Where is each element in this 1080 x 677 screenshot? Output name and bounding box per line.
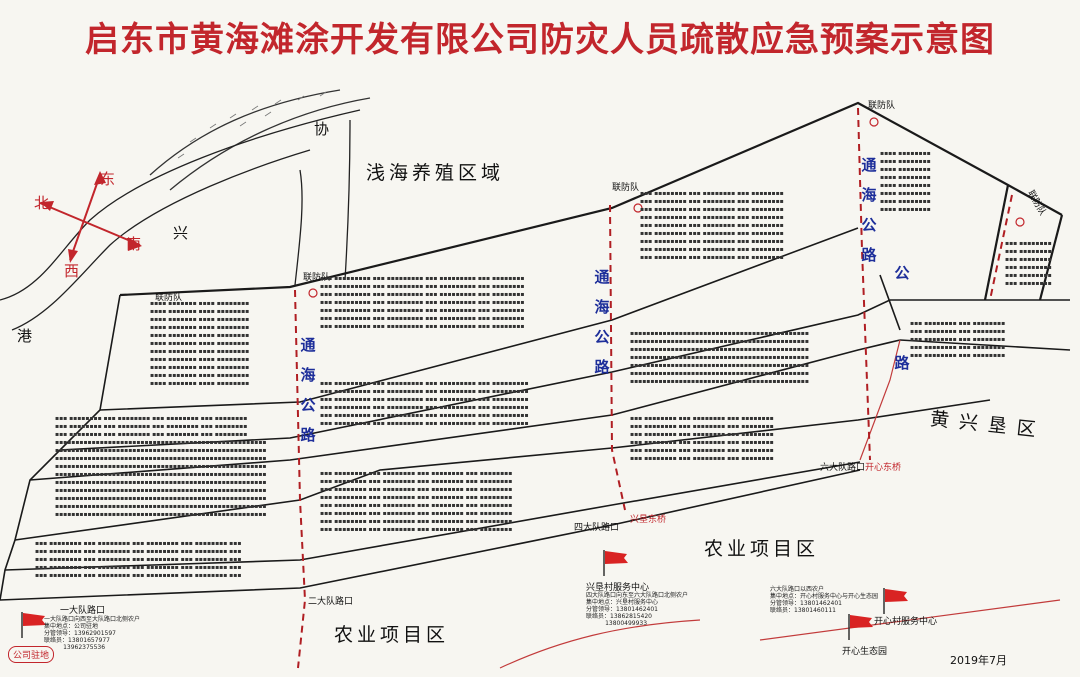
road-a-char-1: 通	[300, 336, 316, 354]
flag-icon-hq	[21, 612, 46, 638]
compass-ns-line	[69, 174, 101, 261]
north-arrow-icon	[94, 171, 106, 185]
road-a-char-3: 公	[300, 396, 316, 414]
compass-ew-line	[39, 202, 141, 246]
center-kaixin-service: 开心村服务中心	[874, 617, 938, 627]
road-c-char-2: 海	[861, 186, 877, 204]
resident-list-block-2: ▪▪▪ ▪▪▪▪▪▪▪▪▪ ▪▪▪ ▪▪▪▪▪▪▪▪▪ ▪▪▪ ▪▪▪▪▪▪▪▪…	[320, 275, 525, 330]
region-agri-lower: 农业项目区	[334, 624, 450, 646]
note-d1: 一大队路口向西至大队路口北侧农户 集中地点：公司驻地 分管领导：13962901…	[44, 616, 141, 651]
river-char-xing: 兴	[173, 224, 189, 242]
note-d4: 四大队路口向东至六大队路口北侧农户 集中地点：兴垦村服务中心 分管领导：1380…	[586, 592, 689, 627]
map-date: 2019年7月	[950, 654, 1007, 667]
route-markers	[308, 117, 1025, 298]
resident-list-block-12: ▪▪▪ ▪▪▪▪▪▪▪▪ ▪▪▪ ▪▪▪▪▪▪▪▪ ▪▪▪ ▪▪▪▪▪▪▪▪ ▪…	[1005, 240, 1052, 287]
east-arrow-icon	[68, 249, 78, 263]
resident-list-block-11: ▪▪▪ ▪▪▪▪▪▪▪▪ ▪▪▪ ▪▪▪▪▪▪▪▪ ▪▪▪ ▪▪▪▪▪▪▪▪ ▪…	[910, 320, 1006, 359]
center-hq: 公司驻地	[8, 646, 55, 663]
joint-defense-label-1: 联防队	[303, 273, 331, 283]
lower-roads	[499, 339, 1061, 669]
joint-defense-label-2: 联防队	[612, 183, 640, 193]
resident-list-block-7: ▪▪▪ ▪▪▪▪▪▪▪▪ ▪▪▪ ▪▪▪▪▪▪▪▪ ▪▪▪ ▪▪▪▪▪▪▪▪ ▪…	[55, 415, 267, 518]
road-label-b: 通 海 公 路	[593, 262, 611, 382]
junction-d4: 四大队路口	[574, 523, 620, 533]
compass-south: 南	[126, 235, 142, 253]
junction-d2: 二大队路口	[308, 597, 354, 607]
south-arrow-icon	[128, 237, 142, 251]
resident-list-block-10: ▪▪▪ ▪▪▪▪▪▪▪▪ ▪▪▪ ▪▪▪▪▪▪▪▪ ▪▪▪ ▪▪▪▪▪▪▪▪ ▪…	[630, 415, 774, 462]
resident-list-block-3: ▪▪▪ ▪▪▪▪▪▪▪▪ ▪▪▪ ▪▪▪▪▪▪▪▪ ▪▪▪ ▪▪▪▪▪▪▪▪ ▪…	[640, 190, 784, 261]
resident-list-block-1: ▪▪▪▪ ▪▪▪▪▪▪▪ ▪▪▪▪ ▪▪▪▪▪▪▪▪ ▪▪▪▪ ▪▪▪▪▪▪▪ …	[150, 300, 250, 387]
river-char-gang: 港	[17, 327, 33, 345]
compass-north: 北	[34, 194, 50, 212]
junction-d6: 六大队路口	[820, 463, 866, 473]
region-agri-upper: 农业项目区	[704, 538, 820, 560]
compass-west: 西	[64, 262, 80, 280]
road-d-char-1: 公	[894, 264, 910, 282]
compass-east: 东	[100, 170, 116, 188]
road-b-char-3: 公	[594, 328, 610, 346]
road-c-char-4: 路	[861, 246, 877, 264]
road-c-char-1: 通	[861, 156, 877, 174]
center-xingken: 兴垦村服务中心	[586, 583, 650, 593]
junction-d1: 一大队路口	[60, 606, 106, 616]
flag-icon-xingken	[603, 550, 628, 576]
west-arrow-icon	[40, 201, 54, 211]
road-b-char-4: 路	[594, 358, 610, 376]
road-b-char-2: 海	[594, 298, 610, 316]
road-d-char-2: 路	[894, 354, 910, 372]
resident-list-block-8: ▪▪▪ ▪▪▪▪▪▪▪▪ ▪▪▪ ▪▪▪▪▪▪▪▪ ▪▪▪ ▪▪▪▪▪▪▪▪ ▪…	[320, 470, 513, 533]
road-label-c: 通 海 公 路	[860, 150, 878, 270]
evacuation-routes	[294, 107, 1013, 669]
flag-icon-kaixin	[848, 614, 873, 640]
resident-list-block-4: ▪▪▪▪ ▪▪▪▪▪▪▪▪ ▪▪▪▪ ▪▪▪▪▪▪▪▪ ▪▪▪▪ ▪▪▪▪▪▪▪…	[880, 150, 931, 213]
joint-defense-label-5: 联防队	[155, 293, 183, 303]
sea-hatching	[177, 91, 327, 159]
resident-list-block-5: ▪▪▪▪▪▪▪▪▪▪▪▪▪▪▪▪▪▪▪▪▪▪▪▪▪▪▪▪▪▪▪▪▪▪▪▪▪▪▪▪…	[630, 330, 809, 385]
bridge-xingken: 兴垦东桥	[630, 515, 667, 525]
note-d6: 六大队路口以西农户 集中地点：开心村服务中心与开心生态园 分管领导：138014…	[770, 586, 879, 614]
outer-dike	[119, 101, 1064, 301]
river-char-xie: 协	[314, 120, 330, 138]
joint-defense-label-3: 联防队	[868, 101, 896, 111]
flag-icon-kaixin-service	[883, 588, 908, 614]
map-title: 启东市黄海滩涂开发有限公司防灾人员疏散应急预案示意图	[85, 20, 995, 60]
region-aquaculture: 浅海养殖区域	[366, 162, 505, 184]
center-kaixin: 开心生态园	[842, 647, 888, 657]
road-label-d: 公 路	[893, 228, 911, 408]
road-b-char-1: 通	[594, 268, 610, 286]
road-a-char-2: 海	[300, 366, 316, 384]
road-a-char-4: 路	[300, 426, 316, 444]
compass-rose	[39, 171, 142, 263]
resident-list-block-9: ▪▪▪ ▪▪▪▪▪▪▪▪ ▪▪▪ ▪▪▪▪▪▪▪▪ ▪▪▪ ▪▪▪▪▪▪▪▪ ▪…	[35, 540, 242, 579]
road-label-a: 通 海 公 路	[299, 330, 317, 450]
resident-list-block-6: ▪▪▪ ▪▪▪▪▪▪▪▪▪ ▪▪▪ ▪▪▪▪▪▪▪▪▪ ▪▪▪ ▪▪▪▪▪▪▪▪…	[320, 380, 529, 427]
road-c-char-3: 公	[861, 216, 877, 234]
bridge-kaixin: 开心东桥	[865, 463, 902, 473]
coastline	[149, 89, 371, 191]
